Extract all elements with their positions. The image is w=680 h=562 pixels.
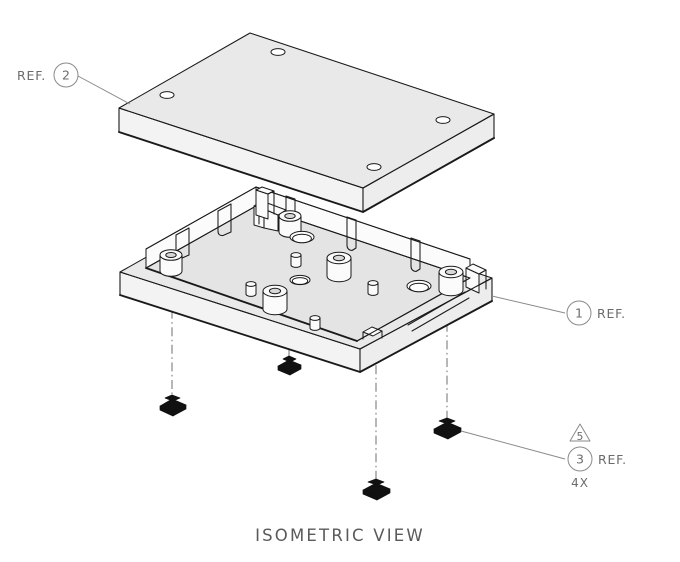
cover-plate-hole-front [366,163,382,171]
balloon-item-3[interactable]: 5 3 REF. 4X [460,423,627,490]
balloon-number-item-3: 3 [576,452,584,467]
cover-plate-hole-right [435,116,451,124]
ref-label-item-1: REF. [597,306,626,321]
rubber-foot-2 [277,355,302,376]
rear-tall-post-body [255,189,269,220]
balloon-circle-item-3 [567,446,593,472]
base-wall-notch-right-3b [410,237,421,242]
rubber-foot-3 [362,478,391,501]
flag-note-5[interactable]: 5 [569,423,591,443]
recess-ring-right [406,279,432,293]
balloon-circle-item-1 [566,300,592,326]
base-front-rim-slot-2 [411,297,470,332]
pin-left [245,281,257,297]
pin-front [309,315,321,331]
recess-ring-mid [289,274,311,286]
boss-left [159,249,183,277]
balloon-number-item-1: 1 [575,306,583,321]
balloon-item-1[interactable]: 1 REF. [491,295,626,326]
pin-mid [290,252,302,268]
base-wall-notch-right-3 [410,237,421,273]
balloon-circle-item-2 [53,62,79,88]
rubber-foot-4 [433,417,462,440]
part-enclosure-base [119,186,493,373]
base-corner-post-right-edge [478,269,487,275]
leader-line-item-1 [491,295,566,314]
boss-center [326,251,352,283]
cover-plate-hole-rear [270,48,286,56]
balloon-item-2[interactable]: 2 REF. [17,62,131,105]
balloon-number-item-2: 2 [62,68,70,83]
flag-note-number: 5 [577,431,584,443]
base-rim-inner-edge [145,205,471,342]
rubber-foot-1 [159,394,187,417]
ref-label-item-2: REF. [17,68,46,83]
base-rear-wall-top-right [255,186,471,260]
base-wall-notch-left-1b [175,227,190,236]
base-wall-notch-left-2b [217,203,232,212]
pin-right [367,280,379,296]
base-wall-notch-right-2 [346,216,357,252]
base-rear-wall-top-left [145,186,257,250]
base-wall-notch-left-2 [217,203,232,237]
rear-tall-post [255,186,275,220]
part-rubber-feet [159,355,462,501]
flag-note-triangle [569,423,591,442]
boss-right [438,265,464,297]
leader-line-item-2 [77,75,131,105]
ref-label-item-3: REF. [598,452,627,467]
base-wall-notch-right-1b [285,195,296,200]
cover-plate-hole-left [159,91,175,99]
base-wall-notch-right-2b [346,216,357,221]
quantity-label-item-3: 4X [571,476,589,490]
recess-ring-upper [289,230,315,244]
boss-lower-left [262,284,288,316]
part-cover-plate [118,32,495,213]
view-title: ISOMETRIC VIEW [255,526,425,545]
leader-line-item-3 [460,430,566,460]
